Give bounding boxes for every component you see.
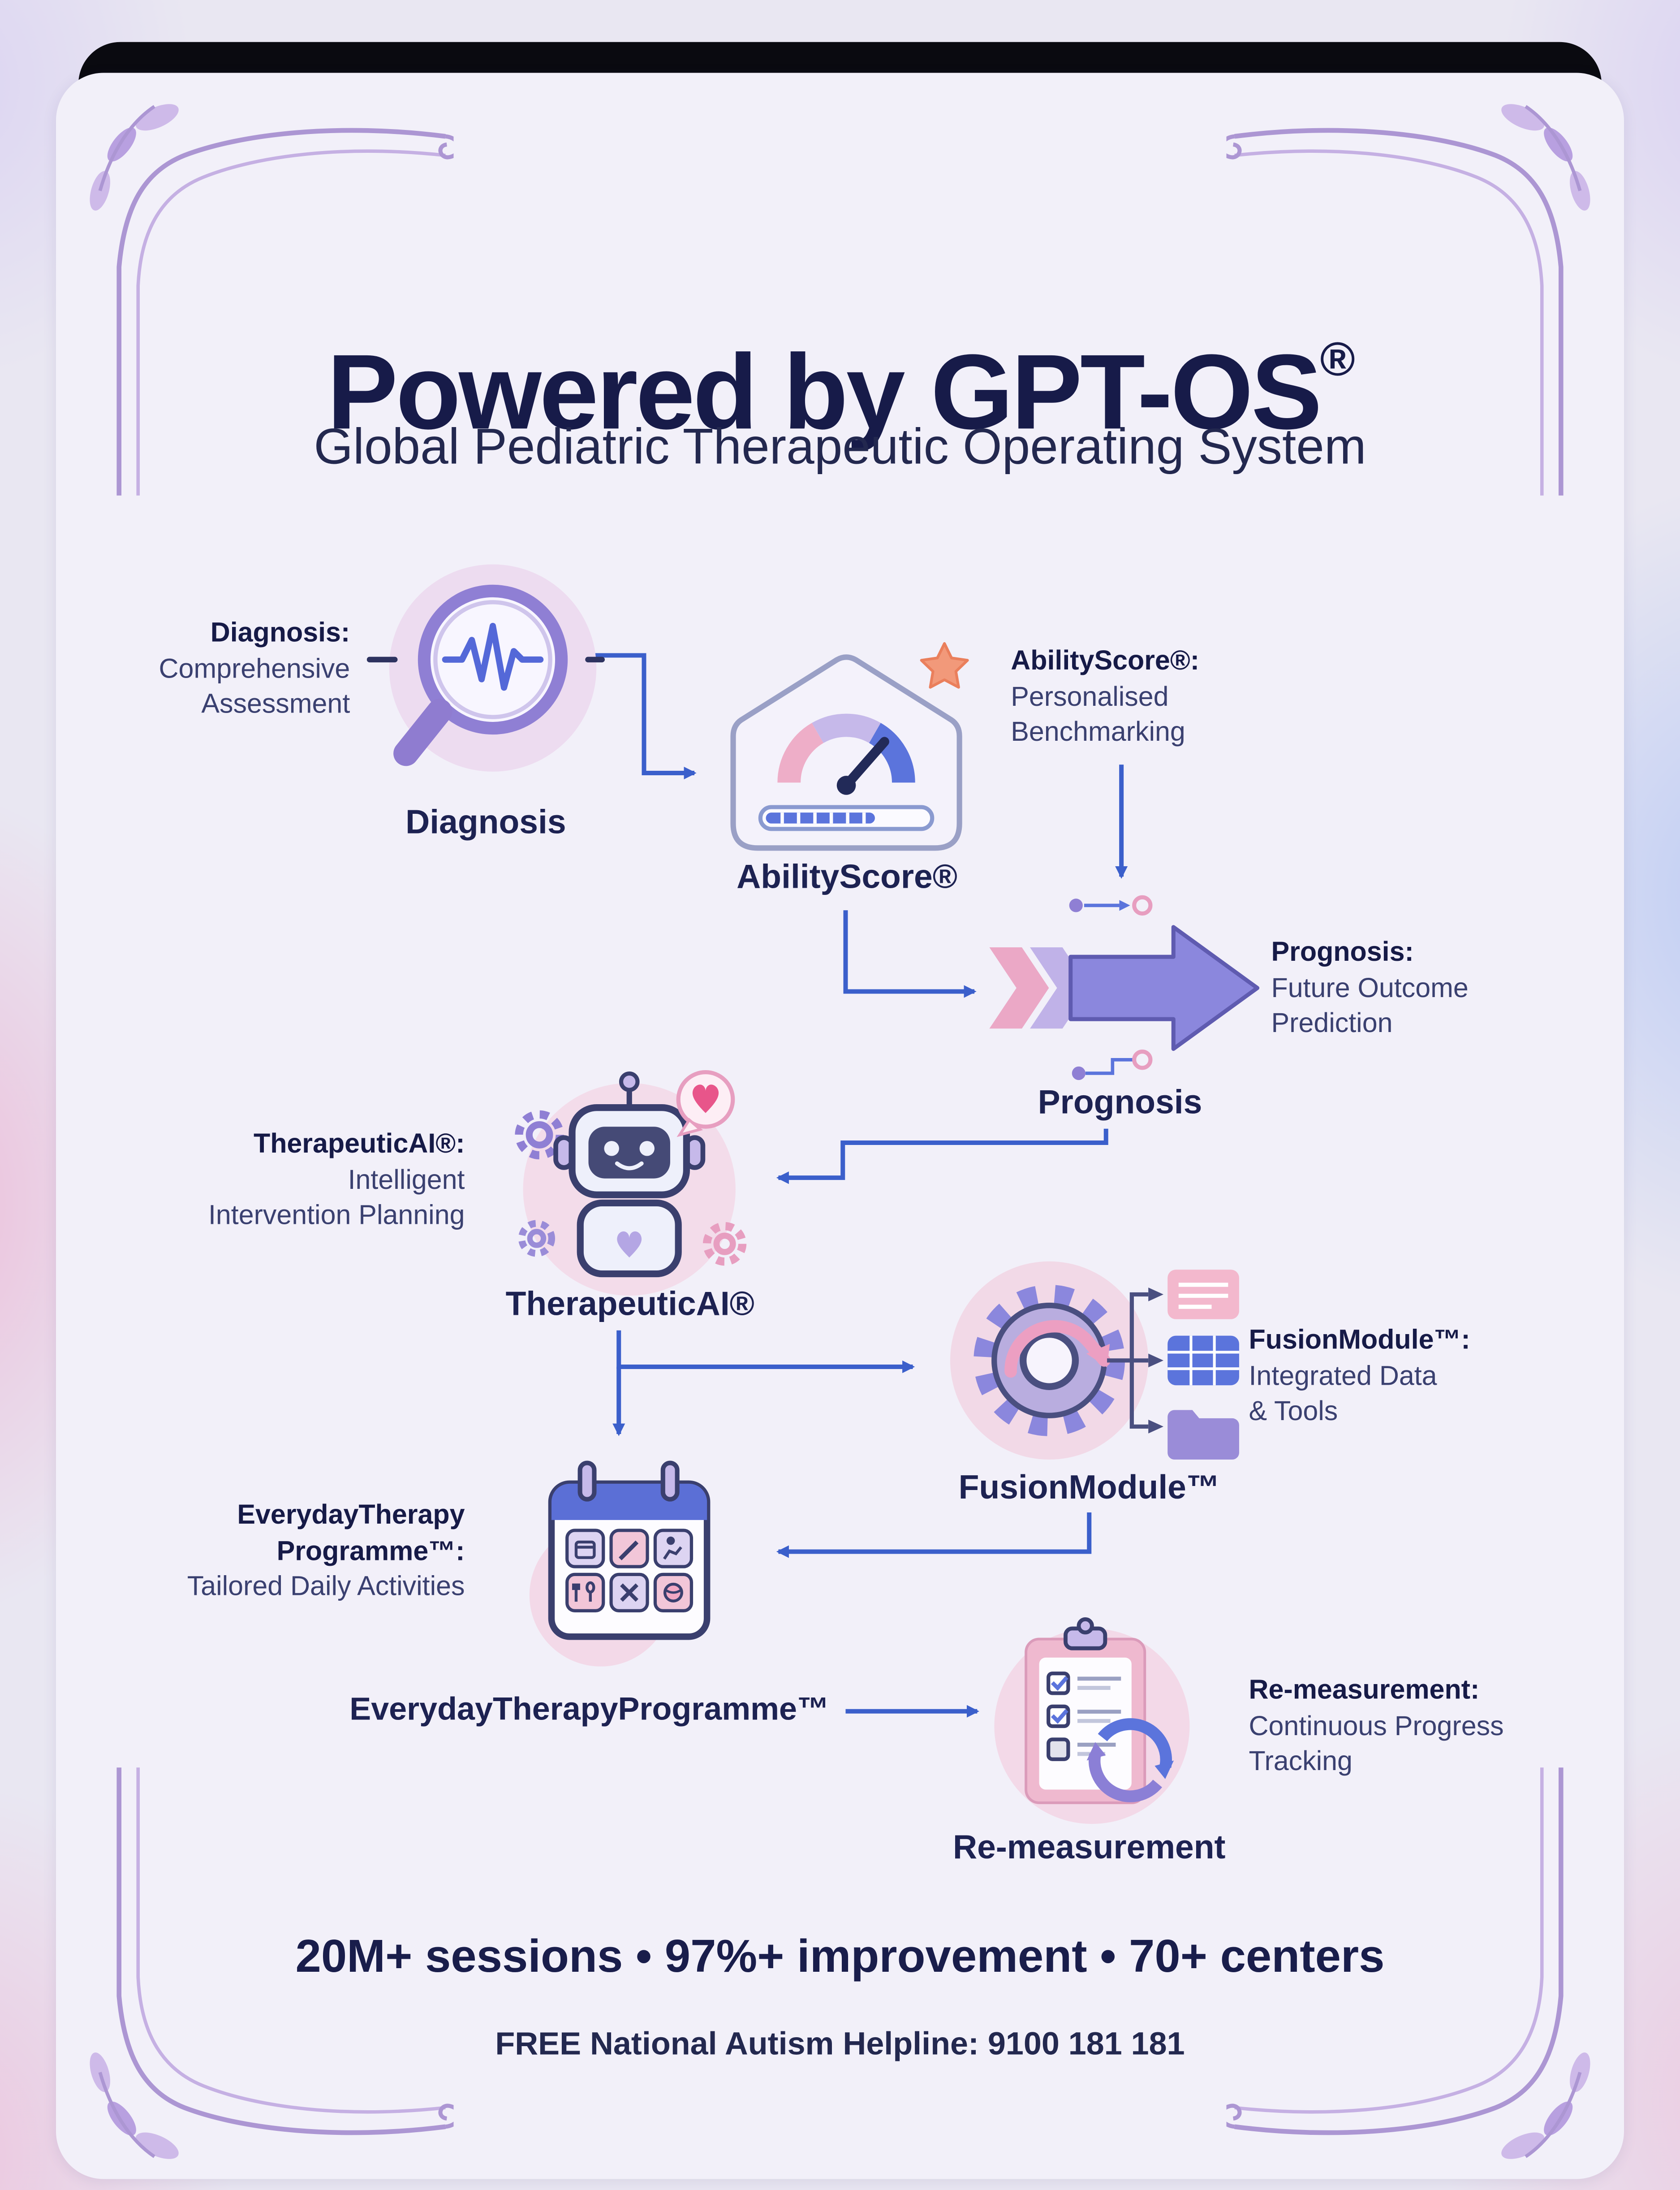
clipboard-refresh-icon <box>976 1599 1207 1837</box>
callout-diagnosis-body: Comprehensive Assessment <box>159 653 350 721</box>
magnifier-waveform-icon <box>366 553 605 812</box>
callout-fusionmodule-body: Integrated Data & Tools <box>1249 1361 1437 1428</box>
title-registered-mark: ® <box>1320 333 1355 387</box>
callout-remeasurement-body: Continuous Progress Tracking <box>1249 1711 1504 1778</box>
callout-therapeuticai: TherapeuticAI®: Intelligent Intervention… <box>154 1127 465 1235</box>
callout-abilityscore-body: Personalised Benchmarking <box>1011 682 1185 749</box>
callout-diagnosis-title: Diagnosis: <box>210 618 350 648</box>
step-label-diagnosis: Diagnosis <box>405 803 566 842</box>
callout-everydaytherapy-title: EverydayTherapy Programme™: <box>237 1499 465 1567</box>
callout-abilityscore-title: AbilityScore®: <box>1011 645 1200 677</box>
step-label-fusionmodule: FusionModule™ <box>958 1469 1220 1507</box>
floral-flourish-icon <box>90 104 454 496</box>
step-label-prognosis: Prognosis <box>1038 1084 1202 1122</box>
activity-calendar-icon <box>515 1440 742 1667</box>
robot-icon <box>504 1053 756 1305</box>
page-title: Powered by GPT-OS® <box>0 332 1680 454</box>
callout-therapeuticai-body: Intelligent Intervention Planning <box>208 1165 465 1232</box>
callout-remeasurement: Re-measurement: Continuous Progress Trac… <box>1249 1673 1550 1781</box>
title-text: Powered by GPT-OS <box>327 333 1322 453</box>
poster-card <box>56 73 1624 2179</box>
step-label-therapeuticai: TherapeuticAI® <box>505 1285 754 1324</box>
forecast-arrow-icon <box>969 886 1270 1089</box>
callout-prognosis-body: Future Outcome Prediction <box>1271 973 1469 1040</box>
callout-prognosis: Prognosis: Future Outcome Prediction <box>1271 936 1551 1044</box>
step-label-abilityscore: AbilityScore® <box>737 858 958 896</box>
page-subtitle: Global Pediatric Therapeutic Operating S… <box>314 417 1366 475</box>
callout-abilityscore: AbilityScore®: Personalised Benchmarking <box>1011 644 1305 752</box>
gauge-star-icon <box>717 635 976 861</box>
callout-remeasurement-title: Re-measurement: <box>1249 1675 1480 1706</box>
callout-prognosis-title: Prognosis: <box>1271 937 1414 968</box>
floral-flourish-icon <box>1226 1767 1590 2159</box>
step-label-everydaytherapy: EverydayTherapyProgramme™ <box>349 1690 829 1727</box>
gear-data-icon <box>927 1240 1246 1481</box>
callout-diagnosis: Diagnosis: Comprehensive Assessment <box>56 616 350 724</box>
helpline-text: FREE National Autism Helpline: 9100 181 … <box>495 2025 1185 2061</box>
stats-line: 20M+ sessions • 97%+ improvement • 70+ c… <box>295 1930 1385 1982</box>
callout-everydaytherapy: EverydayTherapy Programme™: Tailored Dai… <box>154 1499 465 1607</box>
callout-fusionmodule-title: FusionModule™: <box>1249 1325 1470 1356</box>
callout-therapeuticai-title: TherapeuticAI®: <box>253 1128 465 1160</box>
callout-fusionmodule: FusionModule™: Integrated Data & Tools <box>1249 1323 1543 1431</box>
floral-flourish-icon <box>1226 104 1590 496</box>
step-label-remeasurement: Re-measurement <box>952 1829 1226 1867</box>
floral-flourish-icon <box>90 1767 454 2159</box>
callout-everydaytherapy-body: Tailored Daily Activities <box>187 1572 465 1603</box>
